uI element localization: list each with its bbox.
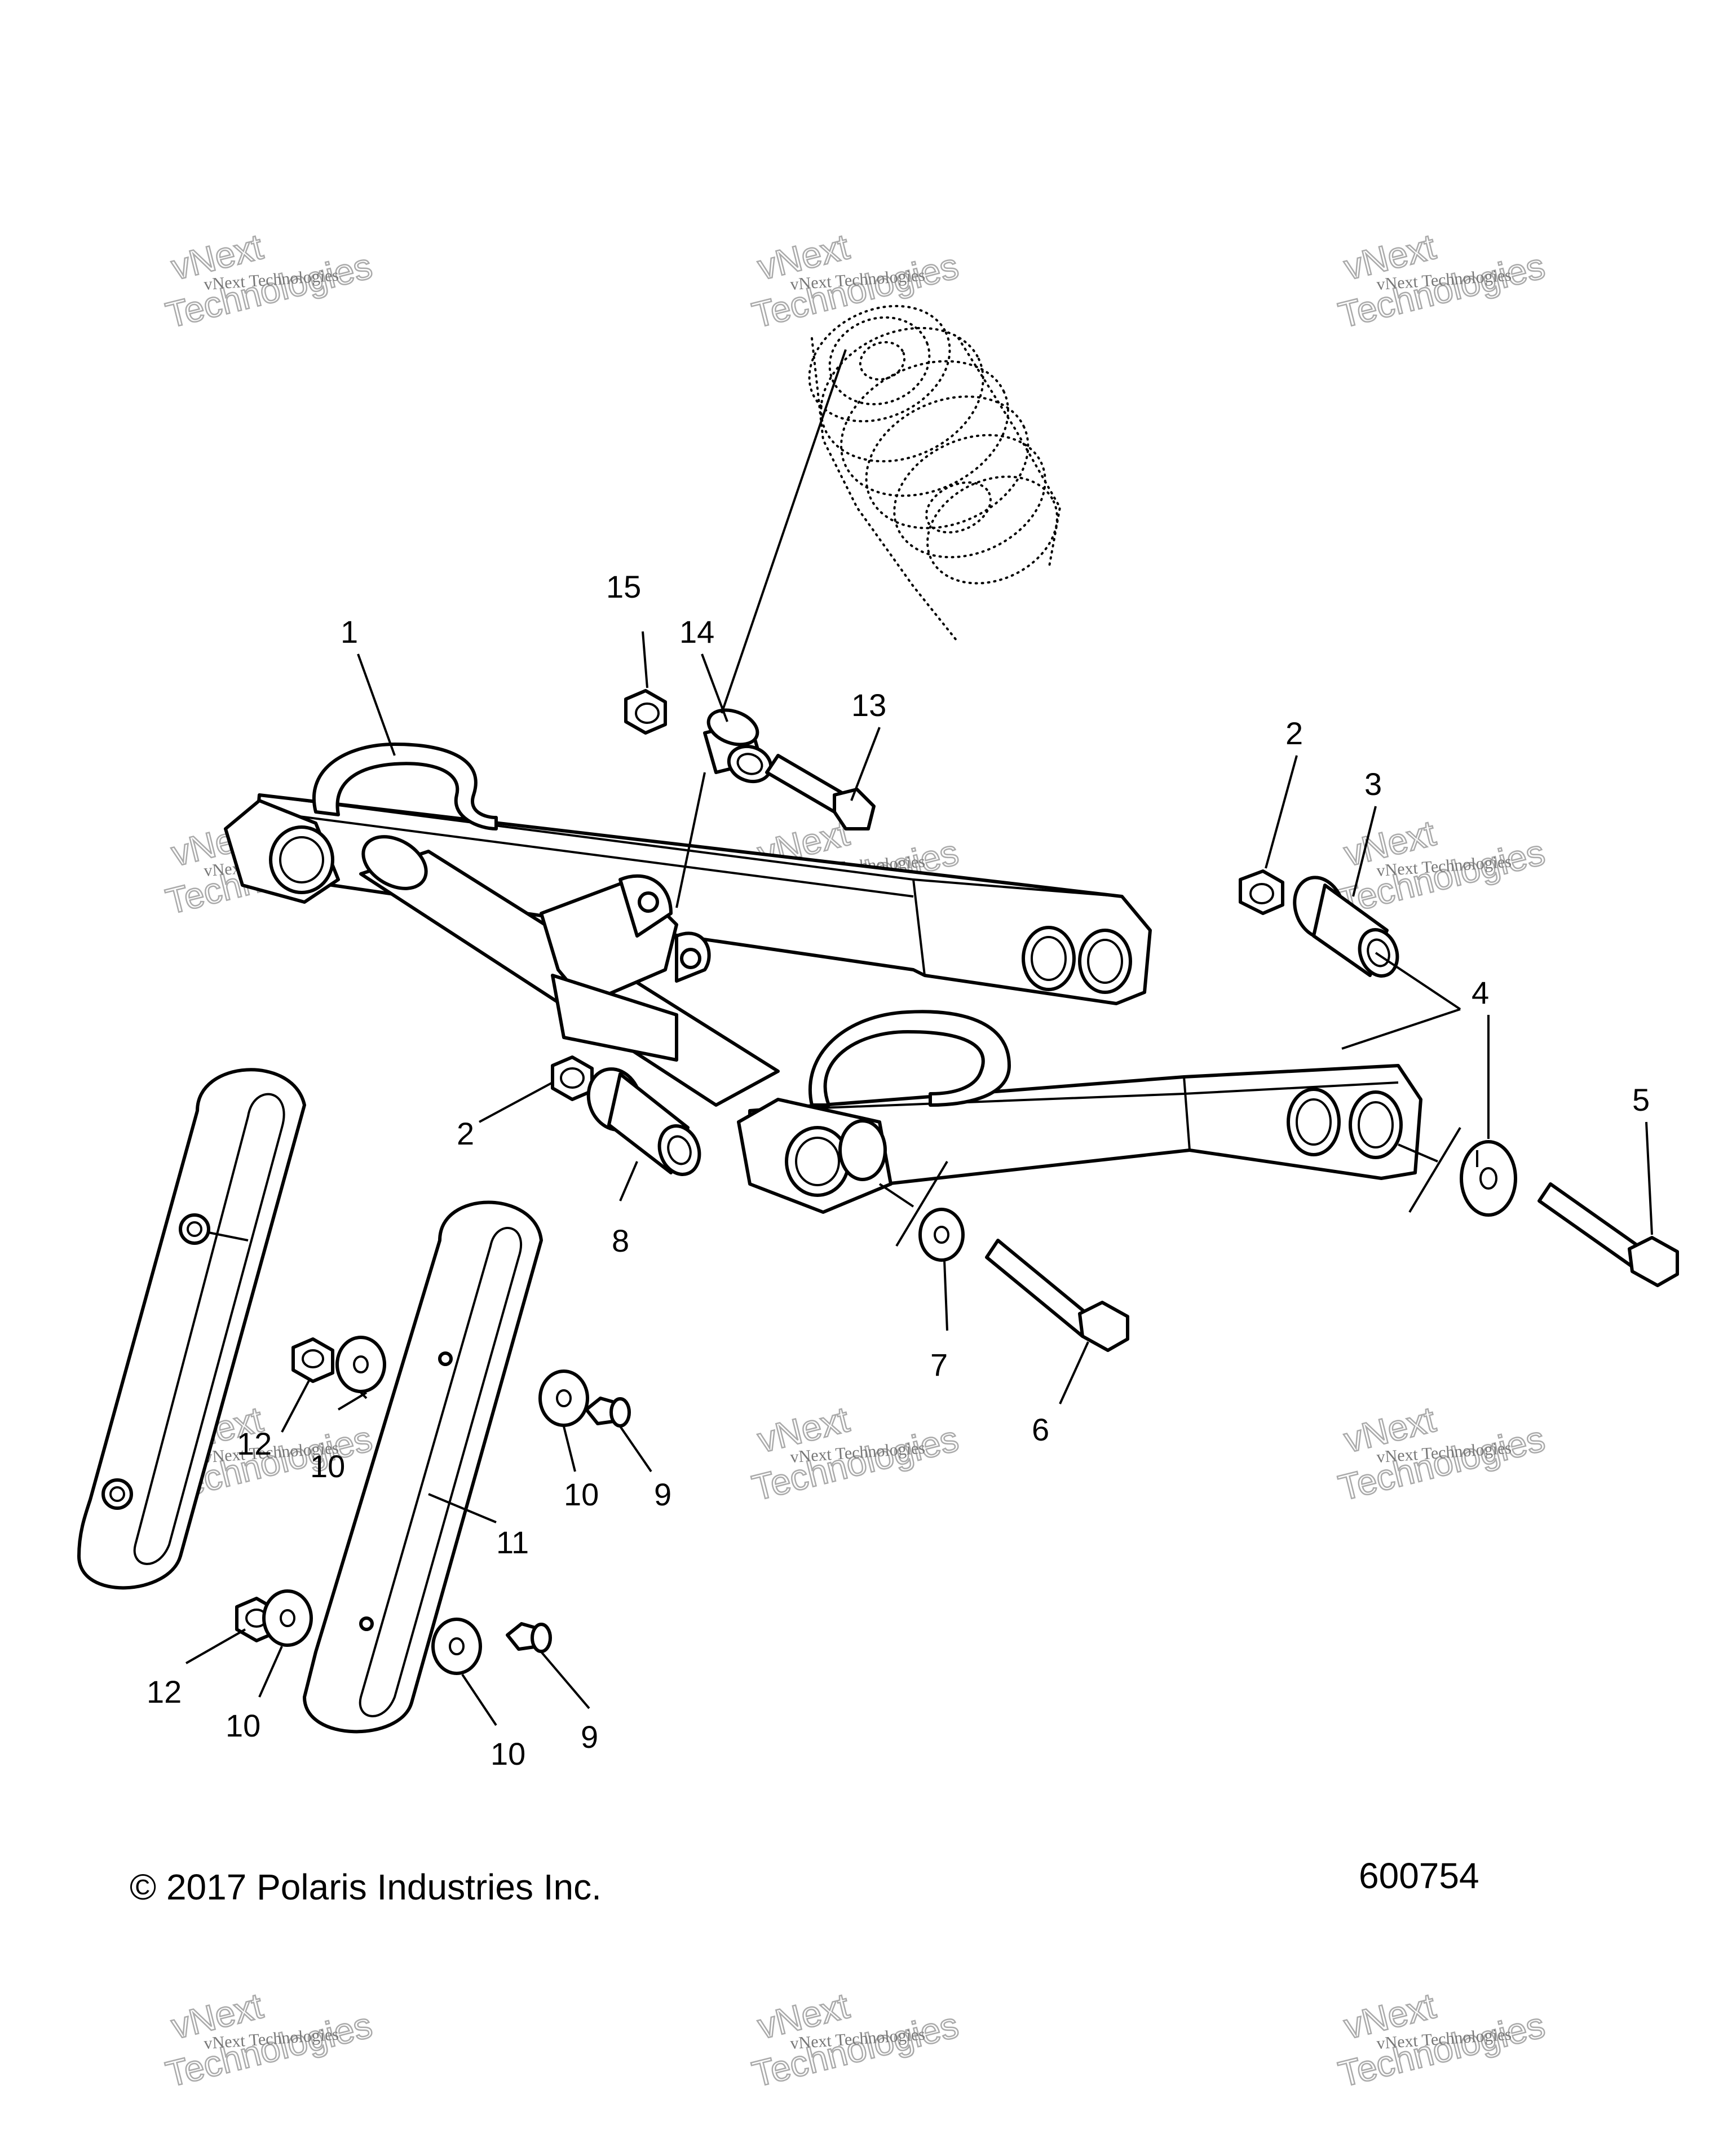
washer-10-upper-right [538,1369,589,1427]
swing-arm-assembly [224,743,1422,1214]
watermark: vNext Technologies vNext Technologies [161,226,377,337]
callouts: 1 2 3 2 4 5 6 7 8 9 9 10 10 10 10 11 12 … [147,569,1650,1771]
bolt-6 [985,1239,1129,1352]
nut-12-upper [291,1337,334,1383]
bolt-5 [1537,1182,1679,1287]
leader-lines [185,349,1653,1726]
callout-9: 9 [581,1719,598,1755]
callout-2: 2 [1285,715,1303,751]
washer-7 [918,1208,965,1262]
callout-4: 4 [1472,975,1489,1010]
callout-14: 14 [679,614,714,650]
callout-13: 13 [851,687,886,723]
callout-2: 2 [457,1116,474,1151]
watermark: vNext Technologies vNext Technologies [1334,812,1549,923]
nut-15 [624,689,667,735]
watermark: vNext Technologies vNext Technologies [748,1398,963,1509]
rear-link-11 [303,1200,543,1734]
screw-9-lower [506,1622,552,1653]
copyright-notice: © 2017 Polaris Industries Inc. [130,1867,602,1907]
watermark: vNext Technologies vNext Technologies [748,1985,963,2096]
callout-10: 10 [310,1448,345,1484]
rear-link-left [77,1068,306,1590]
watermark: vNext Technologies vNext Technologies [1334,1985,1549,2096]
callout-6: 6 [1032,1412,1049,1447]
callout-11: 11 [496,1525,529,1560]
watermark: vNext Technologies vNext Technologies [1334,226,1549,337]
callout-9: 9 [654,1477,671,1512]
watermark: vNext Technologies vNext Technologies [748,226,963,337]
watermark: vNext Technologies vNext Technologies [161,1985,377,2096]
washer-10-upper-left [335,1336,386,1393]
callout-12: 12 [147,1674,182,1709]
callout-8: 8 [612,1223,629,1258]
callout-10: 10 [564,1477,599,1512]
figure-number: 600754 [1359,1855,1479,1896]
callout-10: 10 [491,1736,525,1771]
callout-3: 3 [1364,766,1382,802]
bolt-13 [765,754,876,830]
spacer-14 [703,708,773,784]
watermark: vNext Technologies vNext Technologies [1334,1398,1549,1509]
nut-2-lower [551,1055,594,1101]
callout-1: 1 [341,614,358,650]
nut-2-upper [1239,869,1284,915]
spacer-8 [586,1067,701,1176]
screw-9-upper [585,1397,631,1428]
callout-15: 15 [606,569,641,604]
washer-10-lower-left [262,1589,313,1647]
callout-7: 7 [930,1347,948,1382]
washer-10-lower-right [431,1618,482,1675]
spacer-3 [1293,876,1399,978]
callout-5: 5 [1632,1082,1650,1117]
shock-spring-reference [808,304,1062,644]
washer-4 [1460,1140,1517,1217]
callout-10: 10 [226,1708,260,1743]
callout-12: 12 [237,1426,272,1461]
